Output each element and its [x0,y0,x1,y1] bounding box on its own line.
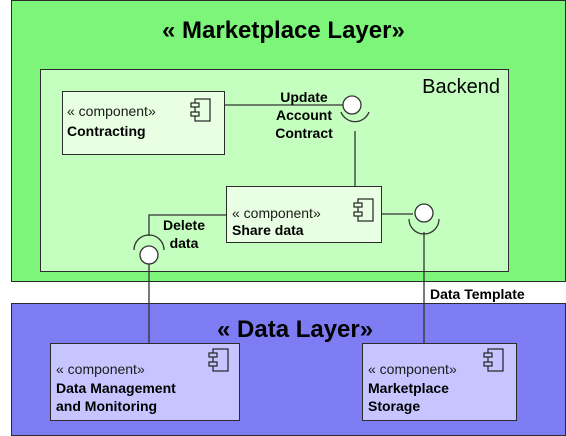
component-stereotype: « component» [67,103,156,119]
component-icon [190,98,211,122]
required-socket-update [340,111,370,123]
component-contracting[interactable]: « component» Contracting [62,91,225,155]
component-icon [483,348,504,372]
component-stereotype: « component» [56,361,145,377]
label-line: Update [280,89,328,105]
provided-interface-update [342,95,362,115]
label-line: Delete [162,217,206,233]
component-name: Marketplace Storage [368,379,449,415]
component-name-line: Storage [368,398,421,414]
component-name-line: and Monitoring [56,398,158,414]
connector-label-update-account-contract: Update Account Contract [249,88,359,142]
component-name-line: Marketplace [368,380,449,396]
provided-interface-delete [139,245,159,265]
backend-label: Backend [422,76,500,98]
connector-share-to-delete-interface [148,214,226,236]
component-name: Share data [232,221,304,239]
label-line: data [169,235,199,251]
component-stereotype: « component» [232,205,321,221]
connector-label-data-template: Data Template [430,286,525,302]
label-line: Contract [275,125,333,141]
component-name: Data Management and Monitoring [56,379,176,415]
required-socket-template [408,218,440,235]
connector-label-delete-data: Delete data [158,216,210,252]
component-share-data[interactable]: « component» Share data [226,186,382,243]
label-line: Account [276,107,332,123]
component-icon [208,348,229,372]
component-data-management-and-monitoring[interactable]: « component» Data Management and Monitor… [50,343,240,421]
component-name-line: Contracting [67,123,146,139]
component-name: Contracting [67,122,146,140]
provided-interface-template [414,203,434,223]
marketplace-layer-title: « Marketplace Layer» [162,17,405,44]
component-name-line: Share data [232,222,304,238]
component-icon [353,198,374,222]
required-socket-delete [133,234,165,251]
data-layer-title: « Data Layer» [217,316,374,343]
component-name-line: Data Management [56,380,176,396]
component-marketplace-storage[interactable]: « component» Marketplace Storage [362,343,517,421]
component-stereotype: « component» [368,361,457,377]
